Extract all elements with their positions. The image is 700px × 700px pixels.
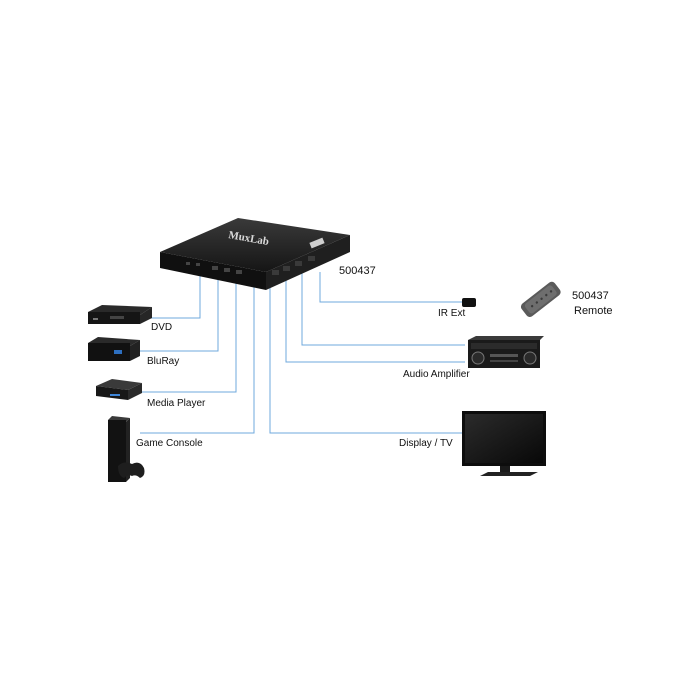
remote-caption-label: Remote xyxy=(574,305,613,317)
cable-audio-amplifier-2 xyxy=(301,272,465,346)
output-label-display-tv: Display / TV xyxy=(399,438,453,449)
bluray-player xyxy=(88,337,140,361)
dvd-player xyxy=(88,305,152,324)
ir-extender xyxy=(462,298,476,307)
cable-media-player xyxy=(140,272,237,393)
cable-audio-amplifier xyxy=(285,272,465,363)
cable-bluray xyxy=(140,272,219,352)
media-player xyxy=(96,379,142,400)
switcher-model-label: 500437 xyxy=(339,265,376,277)
display-tv xyxy=(462,411,546,476)
source-label-media-player: Media Player xyxy=(147,398,206,409)
source-label-bluray: BluRay xyxy=(147,356,180,367)
remote-control xyxy=(520,281,561,318)
cable-display xyxy=(269,272,462,434)
source-label-dvd: DVD xyxy=(151,322,173,333)
audio-amplifier xyxy=(468,336,544,368)
source-label-game-console: Game Console xyxy=(136,438,203,449)
cable-ir-ext xyxy=(319,272,462,303)
output-label-ir-ext: IR Ext xyxy=(438,308,466,319)
remote-model-label: 500437 xyxy=(572,290,609,302)
cables xyxy=(140,272,465,434)
switcher-unit: MuxLab xyxy=(160,218,350,290)
cable-game-console xyxy=(140,272,255,434)
game-console xyxy=(108,416,145,482)
output-label-audio-amplifier: Audio Amplifier xyxy=(403,369,470,380)
cable-dvd xyxy=(150,272,201,319)
